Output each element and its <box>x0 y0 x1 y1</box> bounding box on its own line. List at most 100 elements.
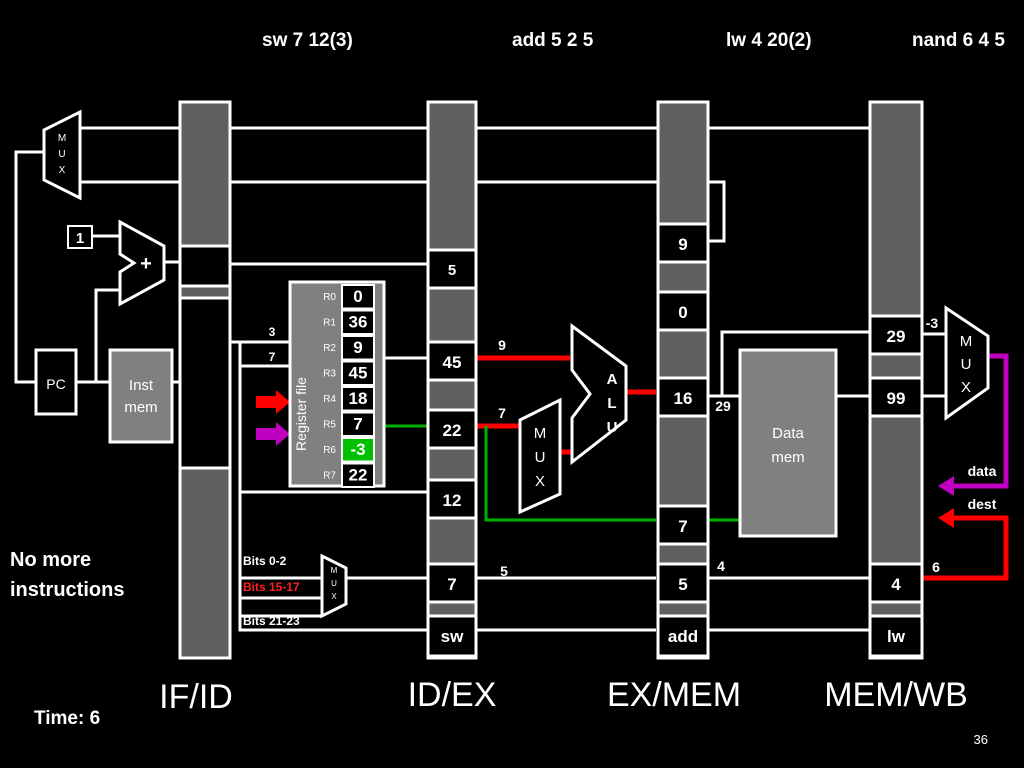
wire-label-6: 6 <box>932 559 940 575</box>
wb-mux: M U X <box>944 305 990 421</box>
wire-label-4: 4 <box>717 558 725 574</box>
wb-mux-label-u: U <box>961 356 972 373</box>
idex-cell-4: 12 <box>443 491 462 510</box>
idex-cell-op: sw <box>441 627 464 646</box>
register-cell <box>341 360 375 386</box>
slide-number: 36 <box>974 732 988 747</box>
wire-label-mux-7: 7 <box>498 405 506 421</box>
register-value: 0 <box>353 287 362 306</box>
adder-plus: + <box>140 253 152 275</box>
memwb-cell-3: 4 <box>891 575 901 594</box>
header-instruction-4: nand 6 4 5 <box>912 30 1005 51</box>
inst-mem-label-1: Inst <box>129 377 154 394</box>
stage-label-memwb: MEM/WB <box>824 676 968 714</box>
idex-cell-5: 7 <box>447 575 456 594</box>
exmem-cell-2: 0 <box>678 303 687 322</box>
pc-mux-label-m: M <box>58 133 66 144</box>
exmem-cell-op: add <box>668 627 698 646</box>
const-one: 1 <box>76 230 84 247</box>
wire-label-29: 29 <box>715 398 731 414</box>
idex-cell-3: 22 <box>443 421 462 440</box>
register-value: 7 <box>353 415 362 434</box>
dest-mux: M U X <box>320 553 348 619</box>
register-name: R0 <box>323 292 336 303</box>
pc-mux-label-x: X <box>59 165 66 176</box>
magenta-path-data <box>944 353 1009 489</box>
memwb-cell-1: 29 <box>887 327 906 346</box>
pipeline-ifid <box>178 100 232 660</box>
alu: A L U <box>570 323 628 466</box>
wire-label-3: 3 <box>269 325 276 339</box>
stage-label-idex: ID/EX <box>408 676 497 714</box>
register-cell <box>341 437 375 463</box>
stage-label-exmem: EX/MEM <box>607 676 741 714</box>
register-cell <box>341 284 375 310</box>
wire-label-neg3: -3 <box>926 315 939 331</box>
inst-mem-label-2: mem <box>124 399 157 416</box>
register-value: 22 <box>349 466 368 485</box>
data-mem-label-2: mem <box>771 449 804 466</box>
register-value: -3 <box>350 440 365 459</box>
register-cell <box>341 411 375 437</box>
inst-mem-box <box>108 348 174 444</box>
idex-cell-2: 45 <box>443 353 462 372</box>
dest-mux-label-x: X <box>331 592 337 601</box>
memwb-cell-2: 99 <box>887 389 906 408</box>
alu-mux-label-u: U <box>535 449 546 466</box>
pc-box <box>34 348 78 416</box>
exmem-cell-3: 16 <box>674 389 693 408</box>
register-name: R7 <box>323 471 336 482</box>
data-mem-box <box>738 348 838 538</box>
alu-label-u: U <box>607 419 618 436</box>
register-name: R3 <box>323 369 336 380</box>
header-instruction-1: sw 7 12(3) <box>262 30 353 51</box>
exmem-cell-1: 9 <box>678 235 687 254</box>
register-name: R2 <box>323 343 336 354</box>
register-cell <box>341 462 375 488</box>
header-instruction-2: add 5 2 5 <box>512 30 594 51</box>
alu-mux-label-m: M <box>534 425 547 442</box>
dest-mux-label-u: U <box>331 579 337 588</box>
register-name: R1 <box>323 318 336 329</box>
data-arrow-head <box>938 476 954 496</box>
exmem-cell-5: 5 <box>678 575 687 594</box>
no-more-instructions-line-2: instructions <box>10 579 124 601</box>
pc-mux-label-u: U <box>58 149 65 160</box>
green-path-7 <box>484 426 656 522</box>
register-value: 36 <box>349 313 368 332</box>
header-instruction-3: lw 4 20(2) <box>726 30 812 51</box>
bits-label-0-2: Bits 0-2 <box>243 554 287 568</box>
pc-adder: + <box>118 219 166 307</box>
data-label: data <box>968 463 997 479</box>
pc-label: PC <box>46 376 65 392</box>
time-label: Time: 6 <box>34 708 100 729</box>
alu-mux-label-x: X <box>535 473 545 490</box>
register-name: R5 <box>323 420 336 431</box>
wires <box>14 126 946 632</box>
register-cell <box>341 335 375 361</box>
magenta-arrow-r6 <box>256 422 290 446</box>
highlight-paths <box>384 353 1009 581</box>
data-mem-label-1: Data <box>772 425 804 442</box>
no-more-instructions-line-1: No more <box>10 549 91 571</box>
red-arrow-r4 <box>256 390 290 414</box>
register-cell <box>341 386 375 412</box>
wire-label-5: 5 <box>500 563 508 579</box>
register-name: R4 <box>323 394 336 405</box>
wire-label-9: 9 <box>498 337 506 353</box>
wb-mux-label-m: M <box>960 333 973 350</box>
exmem-cell-4: 7 <box>678 517 687 536</box>
register-value: 9 <box>353 338 362 357</box>
wire-label-7: 7 <box>269 350 276 364</box>
bits-label-15-17: Bits 15-17 <box>243 580 300 594</box>
red-path-dest <box>922 515 1009 581</box>
stage-label-ifid: IF/ID <box>159 678 233 716</box>
const-one-box <box>67 225 93 249</box>
register-value: 45 <box>349 364 368 383</box>
bits-label-21-23: Bits 21-23 <box>243 614 300 628</box>
dest-arrow-head <box>938 508 954 528</box>
register-cell <box>341 309 375 335</box>
dest-mux-label-m: M <box>331 566 338 575</box>
register-value: 18 <box>349 389 368 408</box>
